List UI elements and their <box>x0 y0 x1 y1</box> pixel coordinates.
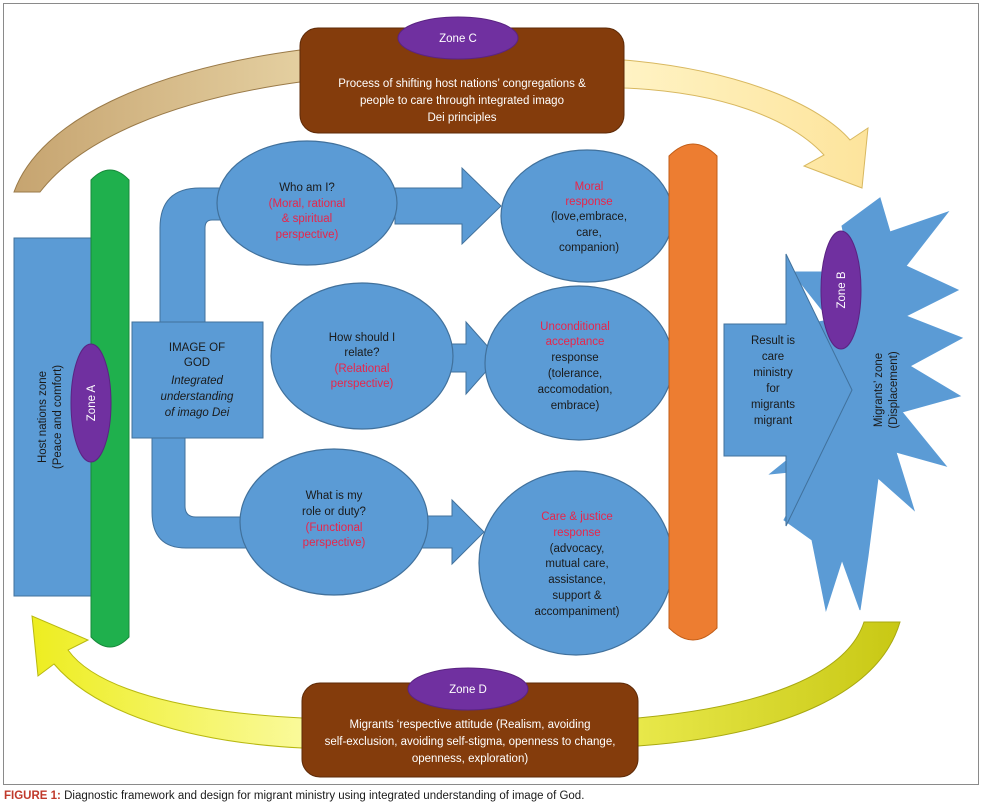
response-2-line-4: embrace) <box>551 400 600 412</box>
flow-arrow-bottom <box>151 437 247 549</box>
zone-d-line-3: openness, exploration) <box>412 753 529 765</box>
zone-c-line-1: Process of shifting host nations’ congre… <box>338 78 586 90</box>
response-1-red-2: response <box>565 196 612 208</box>
zone-b-badge <box>820 230 862 350</box>
zone-d-badge <box>407 667 529 711</box>
figure-caption: FIGURE 1: Diagnostic framework and desig… <box>4 790 584 802</box>
question-ellipse-3 <box>239 448 429 596</box>
response-3-red-2: response <box>553 527 600 539</box>
image-of-god-italic-2: understanding <box>161 391 234 403</box>
response-1-line-3: companion) <box>559 242 619 254</box>
response-3-line-5: accompaniment) <box>534 606 619 618</box>
zone-c-label: Zone C <box>439 33 477 45</box>
response-2-red-1: Unconditional <box>540 321 610 333</box>
image-of-god-italic-1: Integrated <box>171 375 223 387</box>
response-2-line-3: accomodation, <box>538 384 613 396</box>
zone-d-line-1: Migrants ‘respective attitude (Realism, … <box>350 719 591 731</box>
question-2-line-1: How should I <box>329 332 395 344</box>
zone-d-label: Zone D <box>449 684 487 696</box>
response-3-line-3: assistance, <box>548 574 606 586</box>
migrants-zone-subtitle: (Displacement) <box>888 351 900 428</box>
zone-a-label: Zone A <box>86 384 98 421</box>
zone-c-line-3: Dei principles <box>427 112 496 124</box>
result-line-3: ministry <box>753 367 793 379</box>
figure-caption-text: Diagnostic framework and design for migr… <box>64 790 585 802</box>
question-2-red-1: (Relational <box>335 363 390 375</box>
question-ellipse-1 <box>216 140 398 266</box>
zone-b-label: Zone B <box>836 271 848 308</box>
arrow-question-3 <box>419 498 485 566</box>
zone-a-badge <box>70 343 112 463</box>
question-1-red-2: & spiritual <box>282 213 333 225</box>
question-3-red-2: perspective) <box>303 537 366 549</box>
response-1-line-2: care, <box>576 227 602 239</box>
response-2-line-2: (tolerance, <box>548 368 602 380</box>
host-nations-subtitle: (Peace and comfort) <box>52 365 64 469</box>
question-3-line-2: role or duty? <box>302 506 366 518</box>
response-1-red-1: Moral <box>575 181 604 193</box>
result-line-1: Result is <box>751 335 795 347</box>
question-2-line-2: relate? <box>344 347 379 359</box>
question-ellipse-2 <box>270 282 454 430</box>
result-arrow <box>723 253 853 527</box>
host-nations-title: Host nations zone <box>37 371 49 463</box>
result-line-2: care <box>762 351 784 363</box>
question-2-red-2: perspective) <box>331 378 394 390</box>
result-line-4: for <box>766 383 780 395</box>
question-1-red-1: (Moral, rational <box>269 198 346 210</box>
response-1-line-1: (love,embrace, <box>551 211 627 223</box>
curved-arrow-lower-right <box>637 621 901 747</box>
question-1-line-1: Who am I? <box>279 182 335 194</box>
image-of-god-line-1: IMAGE OF <box>169 342 225 354</box>
zone-c-line-2: people to care through integrated imago <box>360 95 564 107</box>
orange-cylinder <box>668 143 718 641</box>
response-3-line-2: mutual care, <box>545 558 608 570</box>
question-1-red-3: perspective) <box>276 229 339 241</box>
framework-diagram: Host nations zone (Peace and comfort) Zo… <box>13 16 964 778</box>
arrow-question-1 <box>394 166 502 246</box>
figure-caption-label: FIGURE 1: <box>4 790 61 802</box>
host-nations-label: Host nations zone (Peace and comfort) <box>37 365 64 469</box>
response-3-line-4: support & <box>552 590 602 602</box>
result-line-5: migrants <box>751 399 795 411</box>
image-of-god-line-2: GOD <box>184 357 210 369</box>
zone-d-line-2: self-exclusion, avoiding self-stigma, op… <box>325 736 616 748</box>
question-3-red-1: (Functional <box>306 522 363 534</box>
response-3-line-1: (advocacy, <box>550 543 605 555</box>
curved-arrow-lower-left <box>31 615 303 749</box>
question-3-line-1: What is my <box>306 490 363 502</box>
response-2-red-2: acceptance <box>546 336 605 348</box>
image-of-god-box <box>131 321 264 439</box>
migrants-zone-title: Migrants’ zone <box>873 353 885 427</box>
response-2-line-1: response <box>551 352 598 364</box>
image-of-god-italic-3: of imago Dei <box>165 407 230 419</box>
result-line-6: migrant <box>754 415 793 427</box>
migrants-zone-label: Migrants’ zone (Displacement) <box>873 351 900 428</box>
curved-arrow-upper-right <box>623 59 869 189</box>
zone-c-badge <box>397 16 519 60</box>
response-3-red-1: Care & justice <box>541 511 613 523</box>
